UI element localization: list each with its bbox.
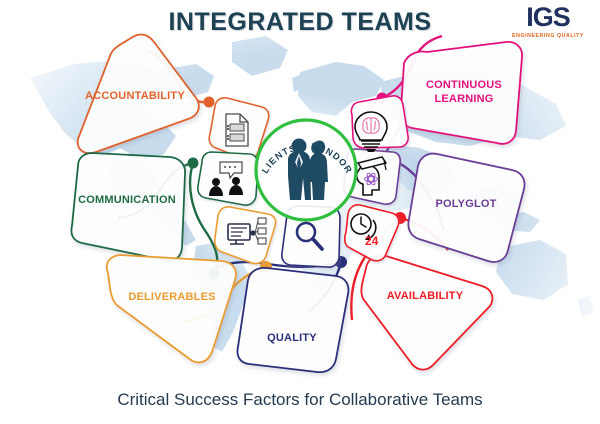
clock-24-icon: [350, 213, 377, 240]
inner-petal-polyglot[interactable]: [343, 148, 401, 205]
logo-wordmark: IGS: [526, 2, 571, 32]
igs-logo: IGS ENGINEERING QUALITY: [506, 2, 590, 40]
inner-petal-communication[interactable]: [197, 151, 259, 206]
inner-petal-quality[interactable]: [281, 205, 341, 268]
inner-petal-availability[interactable]: 24: [344, 204, 400, 262]
magnifier-icon: [295, 221, 324, 251]
petal-deliverables[interactable]: [105, 254, 237, 364]
page-title: INTEGRATED TEAMS: [168, 8, 432, 36]
logo-tagline: ENGINEERING QUALITY: [512, 33, 584, 39]
inner-petal-continuous-learning[interactable]: [350, 95, 409, 152]
document-checklist-icon: [225, 113, 249, 147]
head-graduate-idea-icon: [355, 156, 388, 196]
petal-communication[interactable]: [70, 152, 186, 262]
lightbulb-brain-icon: [354, 111, 388, 152]
monitor-workflow-icon: [227, 217, 267, 245]
petal-accountability[interactable]: [76, 33, 200, 154]
inner-petal-accountability[interactable]: [208, 97, 270, 161]
two-business-people-icon: [288, 138, 328, 200]
petal-quality[interactable]: [236, 266, 350, 374]
petal-polyglot[interactable]: [407, 152, 526, 263]
people-speech-bubble-icon: [209, 161, 243, 196]
connector-dot-communication: [187, 157, 199, 169]
connector-dot-accountability: [203, 96, 215, 108]
inner-petal-deliverables[interactable]: [213, 206, 277, 265]
clock-badge-24: 24: [365, 234, 379, 248]
footer-caption: Critical Success Factors for Collaborati…: [117, 390, 483, 409]
